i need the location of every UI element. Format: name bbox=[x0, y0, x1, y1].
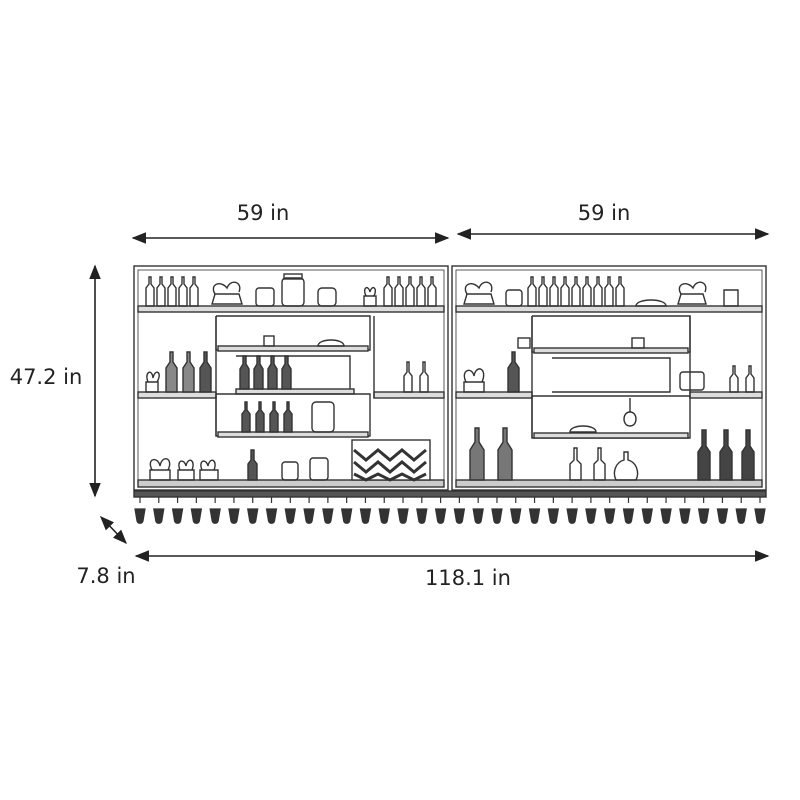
total-width-label: 118.1 in bbox=[425, 566, 511, 590]
hanging-glass bbox=[735, 497, 747, 524]
hanging-glass bbox=[416, 497, 428, 524]
hanging-glass bbox=[209, 497, 221, 524]
middle-items-left bbox=[145, 335, 429, 433]
hanging-glass bbox=[660, 497, 672, 524]
hanging-glass bbox=[754, 497, 766, 524]
hanging-glass bbox=[434, 497, 447, 524]
hanging-glass bbox=[134, 497, 146, 524]
hanging-glass bbox=[491, 497, 503, 524]
hanging-glass bbox=[716, 497, 729, 524]
hanging-glass bbox=[585, 497, 597, 524]
hanging-glass bbox=[603, 497, 616, 524]
hanging-glass bbox=[397, 497, 409, 524]
hanging-glass bbox=[322, 497, 334, 524]
hanging-glass bbox=[171, 497, 184, 524]
hanging-glass bbox=[547, 497, 560, 524]
hanging-glass bbox=[303, 497, 315, 524]
width-right-label: 59 in bbox=[578, 201, 631, 225]
hanging-glass bbox=[265, 497, 278, 524]
hanging-glass bbox=[622, 497, 635, 524]
glass-rail bbox=[133, 490, 767, 498]
hanging-glass bbox=[228, 497, 240, 524]
bottom-items-right bbox=[469, 427, 755, 481]
width-left-label: 59 in bbox=[237, 201, 290, 225]
hanging-glass bbox=[528, 497, 541, 524]
right-rack-unit bbox=[451, 265, 767, 491]
hanging-glass bbox=[340, 497, 353, 524]
hanging-glass bbox=[566, 497, 578, 524]
dimension-lines bbox=[89, 228, 770, 562]
hanging-glass bbox=[284, 497, 297, 524]
hanging-glass bbox=[472, 497, 484, 524]
top-shelf-jars-left bbox=[211, 273, 377, 307]
top-shelf-bottles-left bbox=[145, 276, 437, 307]
hanging-glass bbox=[679, 497, 691, 524]
hanging-glass bbox=[378, 497, 390, 524]
hanging-glass bbox=[190, 497, 203, 524]
hanging-glasses bbox=[134, 497, 766, 524]
top-shelf-items-right bbox=[463, 276, 739, 307]
hanging-glass bbox=[510, 497, 522, 524]
bottom-items-left bbox=[149, 439, 431, 482]
hanging-glass bbox=[247, 497, 259, 524]
wine-rack-illustration bbox=[133, 265, 767, 524]
middle-items-right bbox=[463, 337, 755, 433]
hanging-glass bbox=[153, 497, 165, 524]
hanging-glass bbox=[453, 497, 466, 524]
depth-label: 7.8 in bbox=[76, 564, 135, 588]
left-rack-unit bbox=[133, 265, 449, 491]
height-label: 47.2 in bbox=[10, 365, 83, 389]
hanging-glass bbox=[641, 497, 653, 524]
hanging-glass bbox=[697, 497, 710, 524]
hanging-glass bbox=[359, 497, 372, 524]
depth-arrow bbox=[100, 515, 127, 545]
